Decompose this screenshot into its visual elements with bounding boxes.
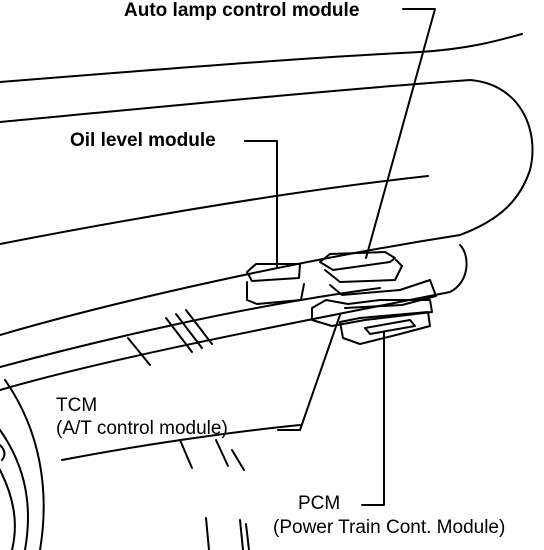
floor-line: [61, 424, 301, 461]
dashboard-upper-edge: [0, 33, 523, 83]
dashboard-rear-edge: [0, 79, 534, 336]
hatch-marks-bottom: [205, 517, 250, 550]
door-trim-curve-1: [4, 379, 45, 550]
oil-level-leader-line: [244, 140, 278, 269]
tcm-module-body: [311, 299, 433, 327]
pcm-description-label: (Power Train Cont. Module): [273, 517, 506, 538]
hatch-marks-upper: [127, 309, 213, 366]
auto-lamp-control-module-label: Auto lamp control module: [124, 0, 360, 21]
auto-lamp-leader-line: [365, 8, 436, 259]
oil-level-module-label: Oil level module: [70, 130, 216, 151]
door-trim-small: [0, 444, 6, 461]
tcm-description-label: (A/T control module): [56, 418, 228, 439]
dashboard-mid-line: [0, 175, 429, 245]
tcm-leader-line: [277, 314, 341, 431]
lower-panel-line: [0, 244, 468, 391]
oil-level-module-body: [246, 281, 305, 305]
auto-lamp-module-side: [329, 279, 437, 309]
oil-level-module-top: [246, 263, 301, 282]
auto-lamp-module-top: [319, 251, 396, 271]
pcm-module-face: [364, 319, 416, 335]
pcm-leader-line: [361, 331, 385, 506]
pcm-module-body: [339, 311, 431, 345]
auto-lamp-module-body: [324, 259, 403, 283]
door-trim-curve-3: [0, 469, 16, 550]
hatch-marks-lower: [179, 439, 245, 471]
door-trim-curve-2: [0, 429, 29, 550]
pcm-label: PCM: [298, 493, 341, 514]
lower-panel-edge: [0, 287, 381, 368]
tcm-label: TCM: [56, 395, 98, 416]
